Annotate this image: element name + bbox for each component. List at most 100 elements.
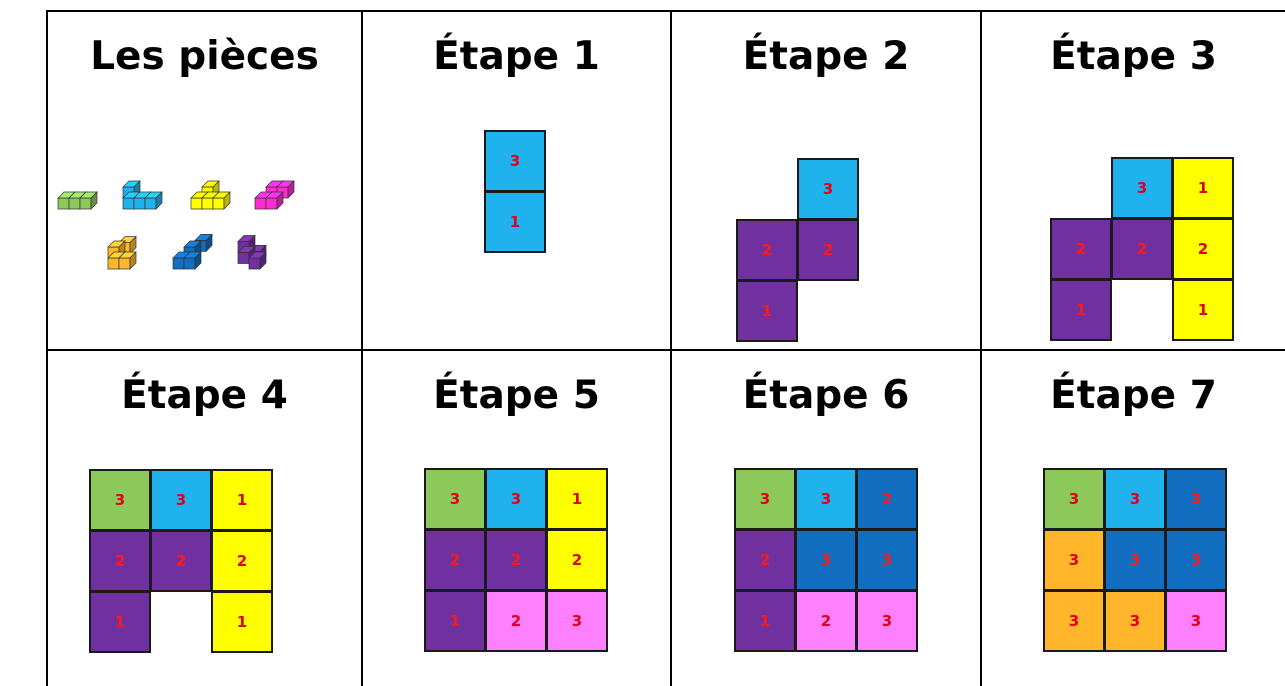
board-square: 3: [546, 590, 608, 652]
board-square: 3: [856, 529, 918, 591]
board-square: 1: [211, 469, 273, 531]
square-number: 2: [1137, 240, 1147, 258]
cell-pieces: Les pièces: [48, 12, 361, 349]
square-number: 3: [115, 491, 125, 509]
square-number: 3: [882, 551, 892, 569]
cell-step-3: Étape 3 3 1 2 2 2 1 1: [982, 12, 1285, 349]
board-square: 2: [89, 530, 151, 592]
cell-title: Étape 1: [363, 34, 670, 79]
square-number: 3: [823, 180, 833, 198]
board-square: 3: [795, 468, 857, 530]
board-square: 3: [856, 590, 918, 652]
board-square: 3: [795, 529, 857, 591]
piece-magenta-s: [255, 181, 294, 209]
square-number: 2: [821, 612, 831, 630]
board-square: 3: [734, 468, 796, 530]
board-square: 3: [1043, 468, 1105, 530]
piece-dark-blue-screw: [173, 234, 212, 269]
board-square: 3: [1111, 157, 1173, 219]
board-square: 1: [211, 591, 273, 653]
square-number: 1: [760, 612, 770, 630]
cell-title: Étape 4: [48, 373, 361, 418]
square-number: 1: [1076, 301, 1086, 319]
board-square: 3: [484, 130, 546, 192]
board-square: 2: [150, 530, 212, 592]
board-square: 2: [485, 529, 547, 591]
square-number: 2: [176, 552, 186, 570]
square-number: 1: [115, 613, 125, 631]
piece-yellow-l: [191, 181, 230, 209]
square-number: 3: [510, 152, 520, 170]
board-square: 2: [856, 468, 918, 530]
square-number: 3: [821, 551, 831, 569]
board-square: 2: [211, 530, 273, 592]
board-square: 2: [1111, 218, 1173, 280]
square-number: 3: [511, 490, 521, 508]
board-square: 1: [424, 590, 486, 652]
board-square: 3: [1104, 590, 1166, 652]
square-number: 1: [450, 612, 460, 630]
cell-step-4: Étape 4 3 3 1 2 2 2 1 1: [48, 351, 361, 686]
square-number: 2: [237, 552, 247, 570]
square-number: 3: [1191, 612, 1201, 630]
square-number: 2: [511, 551, 521, 569]
square-number: 2: [882, 490, 892, 508]
square-number: 2: [572, 551, 582, 569]
cell-step-7: Étape 7 3 3 3 3 3 3 3 3 3: [982, 351, 1285, 686]
square-number: 3: [1137, 179, 1147, 197]
square-number: 3: [1130, 551, 1140, 569]
piece-light-blue-t: [123, 181, 162, 209]
square-number: 2: [823, 241, 833, 259]
board-square: 2: [424, 529, 486, 591]
board-square: 1: [546, 468, 608, 530]
board-square: 3: [797, 158, 859, 220]
cell-title: Étape 3: [982, 34, 1285, 79]
board-square: 3: [485, 468, 547, 530]
board-square: 2: [795, 590, 857, 652]
board-square: 2: [546, 529, 608, 591]
pieces-illustration: [48, 12, 361, 349]
cell-title: Étape 2: [672, 34, 980, 79]
square-number: 2: [115, 552, 125, 570]
square-number: 1: [1198, 179, 1208, 197]
square-number: 3: [1191, 551, 1201, 569]
square-number: 1: [572, 490, 582, 508]
square-number: 1: [762, 302, 772, 320]
square-number: 2: [760, 551, 770, 569]
square-number: 2: [1076, 240, 1086, 258]
square-number: 3: [176, 491, 186, 509]
square-number: 3: [1130, 490, 1140, 508]
square-number: 2: [450, 551, 460, 569]
board-square: 1: [484, 191, 546, 253]
square-number: 3: [1069, 612, 1079, 630]
board-square: 3: [1104, 529, 1166, 591]
square-number: 1: [1198, 301, 1208, 319]
cell-title: Étape 7: [982, 373, 1285, 418]
square-number: 3: [760, 490, 770, 508]
board-square: 2: [1172, 218, 1234, 280]
square-number: 2: [1198, 240, 1208, 258]
square-number: 3: [1069, 490, 1079, 508]
square-number: 3: [572, 612, 582, 630]
square-number: 3: [821, 490, 831, 508]
square-number: 1: [237, 491, 247, 509]
board-square: 3: [1043, 529, 1105, 591]
board-square: 3: [1043, 590, 1105, 652]
square-number: 1: [510, 213, 520, 231]
piece-green-rod: [58, 192, 97, 209]
cell-step-1: Étape 1 3 1: [363, 12, 670, 349]
square-number: 3: [1191, 490, 1201, 508]
board-square: 2: [485, 590, 547, 652]
square-number: 3: [1130, 612, 1140, 630]
square-number: 1: [237, 613, 247, 631]
board-square: 1: [1050, 279, 1112, 341]
board-square: 3: [1165, 468, 1227, 530]
square-number: 3: [1069, 551, 1079, 569]
board-square: 2: [797, 219, 859, 281]
board-square: 1: [89, 591, 151, 653]
board-square: 3: [89, 469, 151, 531]
